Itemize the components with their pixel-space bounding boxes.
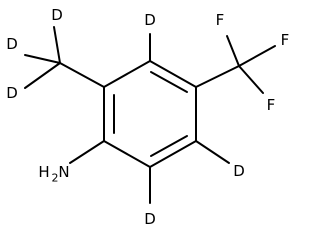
atom-label-amine-subscript: 2 — [52, 172, 59, 185]
bond-c4-d — [195, 140, 230, 164]
bond-ch3-d-top — [53, 26, 61, 64]
atom-label-f-right: F — [281, 31, 290, 49]
ring-bond-c2-c3 — [149, 60, 197, 88]
atom-label-f-bottom: F — [267, 96, 276, 114]
ring-bond-c1-c2 — [103, 60, 151, 88]
atom-label-d-ring-top: D — [144, 11, 156, 29]
atom-labels: D F F F D D D D D H 2 N — [6, 6, 289, 228]
atom-label-d-ring-right: D — [233, 162, 245, 180]
molecule-structure-diagram: D F F F D D D D D H 2 N — [6, 6, 289, 228]
atom-label-amine-h: H — [38, 163, 49, 181]
bond-cf3-f-bottom — [238, 65, 264, 94]
bond-cf3-f-top — [226, 35, 240, 67]
atom-label-d-methyl-left: D — [6, 35, 18, 53]
ring-bond-c5-c6 — [103, 140, 151, 168]
bond-cf3-f-right — [238, 45, 276, 67]
bond-c1-ch3 — [59, 62, 105, 88]
ring-double-bond-c2-c3 — [150, 71, 188, 93]
atom-label-f-top: F — [216, 11, 225, 29]
substituent-bonds — [24, 26, 276, 204]
bond-ch3-d-left — [24, 54, 61, 64]
atom-label-d-ring-bottom: D — [144, 210, 156, 228]
ring-double-bond-c4-c5 — [150, 135, 188, 157]
ring-bond-c4-c5 — [149, 140, 197, 168]
atom-label-d-methyl-bottom: D — [6, 84, 18, 102]
bond-c3-cf3 — [195, 65, 240, 88]
benzene-ring — [103, 60, 197, 168]
atom-label-d-methyl-top: D — [51, 6, 63, 24]
bond-c6-n — [69, 140, 105, 164]
bond-ch3-d-bottom — [24, 62, 61, 89]
atom-label-amine-n: N — [58, 163, 69, 181]
